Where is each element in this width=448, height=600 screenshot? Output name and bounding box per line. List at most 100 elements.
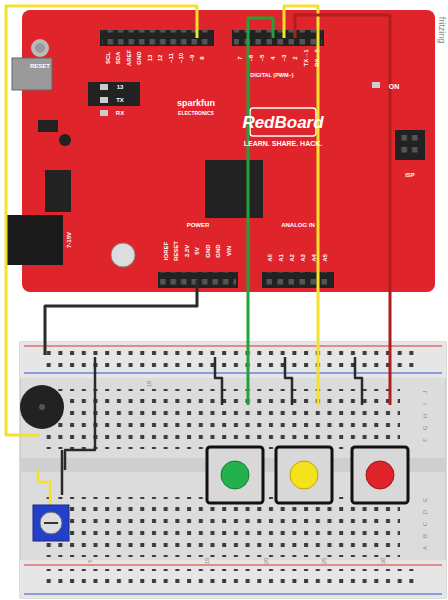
rect-shape [38, 120, 58, 132]
circle-shape [290, 461, 318, 489]
rect-shape [395, 130, 425, 160]
pin-label: 2 [292, 56, 298, 59]
pin-label: 13 [117, 84, 124, 90]
pin-label: ISP [405, 172, 415, 178]
breadboard-index: 25 [321, 558, 327, 565]
pin-label: 7-15V [66, 232, 72, 248]
breadboard-index: G [422, 426, 428, 431]
pin-label: A1 [278, 254, 284, 262]
pin-label: ~3 [281, 55, 287, 62]
rect-shape [88, 82, 140, 106]
pin-label: POWER [187, 222, 210, 228]
pin-label: A2 [289, 254, 295, 262]
breadboard-index: A [422, 546, 428, 550]
pin-label: ~5 [259, 55, 265, 62]
rect-shape [398, 133, 422, 157]
potentiometer [33, 505, 69, 541]
circle-shape [111, 243, 135, 267]
breadboard-index: J [422, 391, 428, 394]
pin-label: ~10 [178, 53, 184, 63]
circle-shape [35, 43, 45, 53]
polyline-shape [6, 6, 197, 435]
rect-shape [40, 350, 420, 372]
pin-label: ELECTRONICS [178, 111, 214, 116]
polyline-shape [61, 450, 64, 495]
breadboard-index: B [422, 534, 428, 538]
pin-label: SCL [105, 52, 111, 64]
pin-label: 3.3V [184, 245, 190, 257]
pin-label: ~6 [248, 55, 254, 62]
rect-shape [22, 10, 435, 292]
polyline-shape [355, 357, 362, 405]
rect-shape [276, 447, 332, 503]
pin-label: ~9 [189, 55, 195, 62]
polyline-shape [38, 470, 50, 505]
pin-label: 12 [157, 55, 163, 62]
breadboard [20, 342, 446, 598]
rect-shape [262, 272, 334, 288]
pin-label: sparkfun [177, 99, 215, 108]
rect-shape [207, 447, 263, 503]
polyline-shape [65, 357, 95, 470]
pin-label: 7 [237, 56, 243, 59]
rect-shape [12, 58, 52, 90]
rect-shape [40, 569, 420, 591]
breadboard-index: H [422, 414, 428, 418]
pin-label: A0 [267, 254, 273, 262]
pin-label: RX←0 [314, 49, 320, 67]
rect-shape [40, 497, 400, 557]
rect-shape [20, 560, 446, 598]
breadboard-index: F [422, 438, 428, 442]
pin-label: AREF [126, 50, 132, 66]
pin-label: RX [116, 110, 124, 116]
pin-label: ANALOG IN [281, 222, 315, 228]
breadboard-index: C [422, 522, 428, 526]
line-shape [24, 564, 442, 565]
pin-label: 5V [194, 247, 200, 254]
pin-label: SDA [115, 52, 121, 65]
breadboard-index: D [422, 510, 428, 514]
rect-shape [20, 342, 446, 378]
pin-label: A3 [300, 254, 306, 262]
circle-shape [366, 461, 394, 489]
breadboard-index: 30 [380, 558, 386, 565]
polyline-shape [45, 280, 197, 355]
polyline-shape [295, 15, 390, 405]
rect-shape [33, 505, 69, 541]
circle-shape [221, 461, 249, 489]
circle-shape [20, 385, 64, 429]
breadboard-index: E [422, 498, 428, 502]
breadboard-index: 10 [146, 381, 152, 388]
pin-label: 8 [199, 56, 205, 59]
breadboard-index: 15 [204, 558, 210, 565]
line-shape [24, 345, 442, 346]
pin-label: 4 [270, 56, 276, 59]
pin-label: TX [116, 97, 124, 103]
pin-label: TX→1 [303, 49, 309, 66]
pin-label: ~11 [168, 53, 174, 63]
rect-shape [5, 215, 63, 265]
pin-label: A4 [311, 254, 317, 262]
breadboard-index: I [422, 403, 428, 405]
circle-shape [40, 512, 62, 534]
pin-label: LEARN. SHARE. HACK. [244, 140, 323, 147]
rect-shape [232, 30, 324, 46]
breadboard-index: 5 [87, 559, 93, 562]
polyline-shape [285, 357, 292, 405]
pin-label: VIN [226, 246, 232, 256]
pin-label: RedBoard [242, 114, 323, 131]
pin-label: A5 [322, 254, 328, 262]
rect-shape [100, 110, 108, 116]
circle-shape [31, 39, 49, 57]
circle-shape [59, 134, 71, 146]
polyline-shape [215, 357, 222, 405]
circle-shape [39, 404, 45, 410]
line-shape [24, 593, 442, 594]
pin-label: GND [205, 244, 211, 257]
wires [6, 6, 390, 505]
rect-shape [205, 160, 263, 218]
pin-label: RESET [173, 241, 179, 261]
rect-shape [100, 97, 108, 103]
